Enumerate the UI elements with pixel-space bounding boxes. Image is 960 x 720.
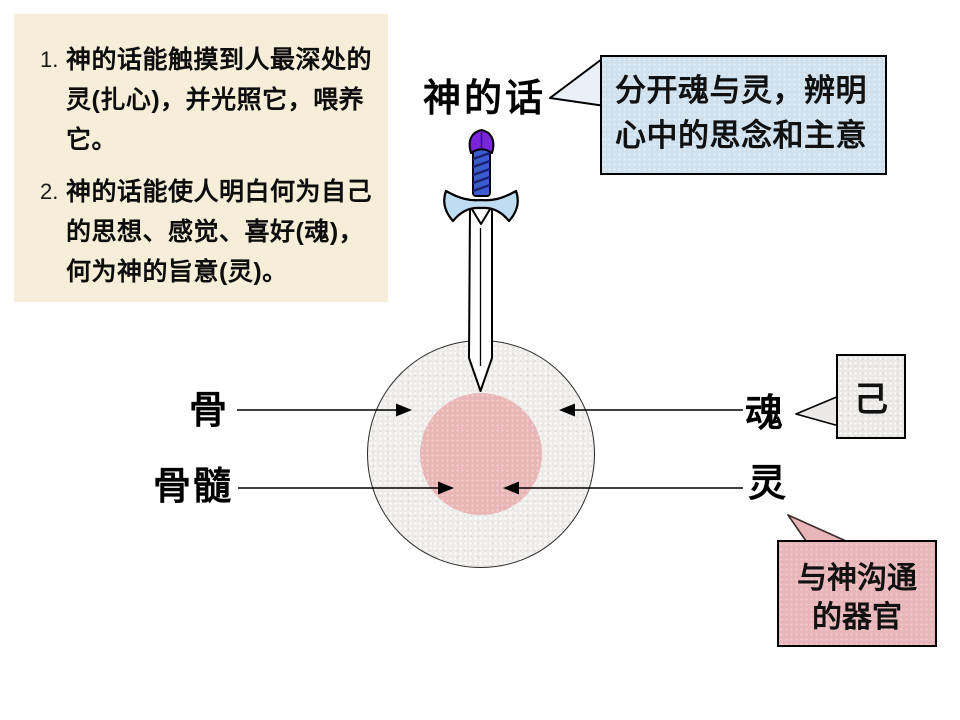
list-item: 2. 神的话能使人明白何为自己的思想、感觉、喜好(魂)，何为神的旨意(灵)。 [40, 172, 376, 292]
list-item: 1. 神的话能触摸到人最深处的灵(扎心)，并光照它，喂养它。 [40, 40, 376, 160]
label-spirit: 灵 [748, 463, 789, 505]
label-marrow: 骨髓 [153, 466, 234, 508]
arrow-spirit [503, 481, 743, 495]
list-text: 神的话能使人明白何为自己的思想、感觉、喜好(魂)，何为神的旨意(灵)。 [66, 178, 373, 286]
list-number: 2. [40, 179, 59, 204]
self-callout-tail [795, 395, 840, 427]
organ-callout-tail [787, 514, 847, 542]
sword-callout-box: 分开魂与灵，辨明 心中的思念和主意 [600, 55, 887, 175]
arrow-marrow [238, 481, 454, 495]
organ-callout-line1: 与神沟通 [797, 562, 917, 595]
sword-icon [443, 129, 519, 392]
notes-box: 1. 神的话能触摸到人最深处的灵(扎心)，并光照它，喂养它。 2. 神的话能使人… [14, 14, 388, 302]
target-inner-core [420, 393, 542, 515]
blue-callout-tail [549, 58, 606, 107]
sword-callout-line2: 心中的思念和主意 [615, 118, 867, 153]
arrow-soul [559, 403, 743, 417]
sword-guard [443, 189, 519, 223]
sword-callout-line1: 分开魂与灵，辨明 [615, 73, 867, 108]
self-callout-box: 己 [836, 354, 906, 439]
organ-callout-line2: 的器官 [812, 601, 902, 634]
arrow-bone [237, 403, 412, 417]
page-title: 神的话 [423, 78, 547, 120]
list-number: 1. [40, 47, 59, 72]
label-soul: 魂 [745, 393, 786, 435]
label-bone: 骨 [189, 390, 230, 432]
list-text: 神的话能触摸到人最深处的灵(扎心)，并光照它，喂养它。 [66, 46, 373, 154]
sword-grip-wrap [472, 151, 491, 193]
self-callout-text: 己 [854, 381, 888, 419]
organ-callout-box: 与神沟通 的器官 [777, 540, 937, 647]
